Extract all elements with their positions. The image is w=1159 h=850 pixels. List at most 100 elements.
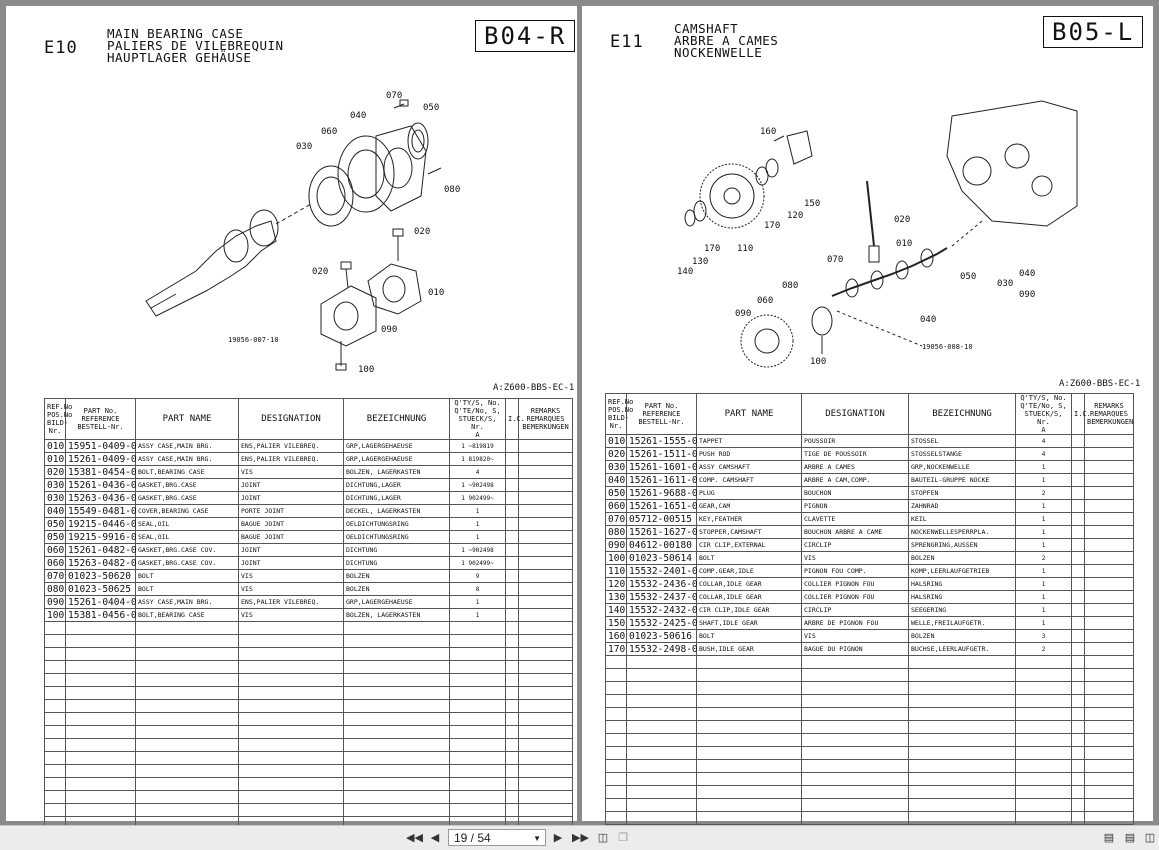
ic-cell [505,712,519,726]
viewer-toolbar: ◀◀ ◀ 19 / 54 ▼ ▶ ▶▶ ◫ ❐ ▤ ▤ ◫ [0,825,1159,850]
remarks-cell [518,751,573,765]
designation-cell: VIS [238,608,344,622]
exploded-diagram-camshaft: 160 150 120 170 170 110 130 140 020 010 … [677,100,1078,368]
ic-cell [505,608,519,622]
designation-cell: COLLIER PIGNON FOU [801,590,909,604]
part-no-cell: 15261-0409-0 [65,452,137,466]
two-page-view-button[interactable]: ◫ [1143,830,1157,846]
ic-cell [505,621,519,635]
ref-cell: 030 [605,460,627,474]
part-no-cell: 15532-2436-0 [626,577,698,591]
prev-page-button[interactable]: ◀ [428,830,442,846]
bezeichnung-cell [343,673,450,687]
qty-cell: 3 [1015,629,1072,643]
ic-cell [505,465,519,479]
ic-cell [505,595,519,609]
ic-cell [1071,512,1085,526]
group-code-box: B05-L [1043,16,1144,48]
callout-060: 060 [321,127,337,137]
callout-070: 070 [827,255,843,265]
part-no-cell: 15381-0454-0 [65,465,137,479]
callout-100: 100 [358,365,374,375]
bezeichnung-cell: BOLZEN [908,629,1016,643]
remarks-cell [1084,733,1134,747]
remarks-cell [1084,694,1134,708]
qty-cell [449,738,506,752]
designation-cell [238,751,344,765]
designation-cell: ARBRE A CAMES [801,460,909,474]
ref-cell [44,777,66,791]
part-no-cell: 15532-2401-0 [626,564,698,578]
section-title: MAIN BEARING CASE PALIERS DE VILEBREQUIN… [107,27,284,64]
ref-cell: 030 [44,478,66,492]
bezeichnung-cell [343,634,450,648]
part-name-cell: SHAFT,IDLE GEAR [696,616,802,630]
part-name-cell: GASKET,BRG.CASE [135,478,239,492]
ic-cell [505,699,519,713]
single-page-view-button[interactable]: ▤ [1102,830,1116,846]
page-selector[interactable]: 19 / 54 ▼ [448,829,546,846]
part-name-cell: STOPPER,CAMSHAFT [696,525,802,539]
callout-140: 140 [677,267,693,277]
ic-cell [505,777,519,791]
prev-page-icon: ◀ [430,832,440,844]
qty-cell [449,777,506,791]
table-row [605,720,1134,734]
ref-cell: 040 [605,473,627,487]
ic-cell [1071,564,1085,578]
remarks-cell [1084,603,1134,617]
ref-cell: 070 [605,512,627,526]
col-qty: Q'TY/S, No. Q'TE/No, S, STUECK/S, Nr.A [449,398,506,440]
part-name-cell: PUSH ROD [696,447,802,461]
next-page-button[interactable]: ▶ [551,830,565,846]
callout-080: 080 [444,185,460,195]
ic-cell [1071,655,1085,669]
rotate-button[interactable]: ◫ [596,830,610,846]
ref-cell [44,699,66,713]
remarks-cell [1084,616,1134,630]
ic-cell [1071,759,1085,773]
remarks-cell [1084,512,1134,526]
remarks-cell [518,712,573,726]
part-name-cell: BOLT,BEARING CASE [135,465,239,479]
part-no-cell [626,668,697,682]
remarks-cell [518,621,573,635]
section-code: E10 [44,38,78,58]
copy-button[interactable]: ❐ [616,830,630,846]
col-remarks: REMARKS REMARQUES BEMERKUNGEN [518,398,573,440]
col-part-no: PART No. REFERENCE BESTELL-Nr. [626,393,697,435]
part-no-cell: 15261-9688-0 [626,486,698,500]
bezeichnung-cell: BAUTEIL-GRUPPE NOCKE [908,473,1016,487]
qty-cell: 1 [449,595,506,609]
first-page-button[interactable]: ◀◀ [406,830,423,846]
ic-cell [1071,590,1085,604]
part-no-cell [65,725,136,739]
callout-060: 060 [757,296,773,306]
part-name-cell [135,803,239,817]
qty-cell: 1 902499~ [449,491,506,505]
callout-020b: 020 [312,267,328,277]
ic-cell [505,725,519,739]
remarks-cell [1084,642,1134,656]
callout-170b: 170 [704,244,720,254]
section-title: CAMSHAFT ARBRE A CAMES NOCKENWELLE [674,22,778,59]
part-name-cell [696,772,802,786]
ic-cell [1071,668,1085,682]
group-code-box: B04-R [475,20,576,52]
bezeichnung-cell [343,764,450,778]
ic-cell [505,517,519,531]
bezeichnung-cell [343,751,450,765]
engine-block-shape [946,100,1078,227]
bezeichnung-cell: DECKEL, LAGERKASTEN [343,504,450,518]
bearing-090-shape [320,285,377,347]
ref-cell [605,681,627,695]
continuous-view-button[interactable]: ▤ [1123,830,1137,846]
last-page-button[interactable]: ▶▶ [572,830,589,846]
